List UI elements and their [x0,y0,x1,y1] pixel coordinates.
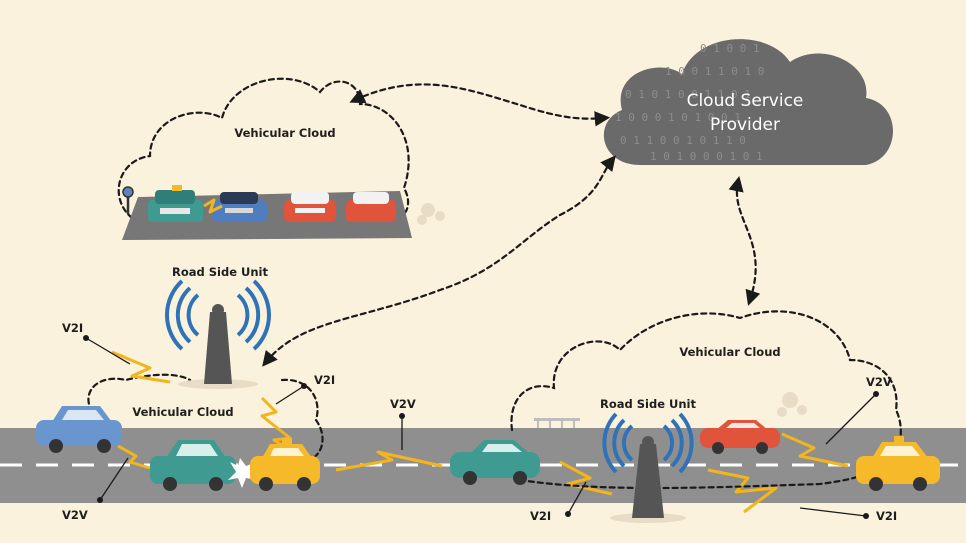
exhaust-puff-right [777,392,807,417]
left-road-vehicular-cloud: Vehicular Cloud Road Side Unit [87,265,324,464]
bolt-v2i-left [111,350,171,384]
cloud-service-provider: 0 1 0 0 1 1 0 0 1 1 0 1 0 0 1 0 1 0 0 1 … [603,39,893,166]
bolt-v2i-mid [260,396,297,456]
link-rsu-to-provider [262,155,616,367]
v2v-center-label: V2V [390,397,416,411]
svg-text:0 1 0 0 1: 0 1 0 0 1 [700,42,760,55]
left-cloud-label: Vehicular Cloud [132,405,233,419]
v2i-left-top-label: V2I [62,321,83,335]
svg-text:0 1 1 0 0 1 0 1 1 0: 0 1 1 0 0 1 0 1 1 0 [620,134,746,147]
link-right-cloud-to-provider [728,175,761,306]
right-cloud-label: Vehicular Cloud [679,345,780,359]
bolt-v2v-left [117,444,151,470]
bolt-v2v-right [781,432,849,468]
svg-text:0 1 0 1 0 0 1 1 0 1: 0 1 0 1 0 0 1 1 0 1 [625,88,751,101]
v2i-bottom-right-label: V2I [876,509,897,523]
svg-text:1 0 1 0 0 0 1 0 1: 1 0 1 0 0 0 1 0 1 [650,150,763,163]
v2i-left-mid-label: V2I [314,373,335,387]
bolt-v2i-bottom-right [707,468,778,514]
parking-meter [122,186,134,214]
bolt-v2v-center [335,450,443,472]
parked-red-car-1 [284,192,336,222]
v2v-bottom-left-label: V2V [62,508,88,522]
red-car [700,420,780,454]
rsu-right-tower [602,412,694,523]
provider-cloud-shape [603,39,893,166]
binary-pattern: 0 1 0 0 1 1 0 0 1 1 0 1 0 0 1 0 1 0 0 1 … [615,42,764,163]
provider-title-line1: Cloud Service [687,91,804,111]
right-cloud-outline [510,310,902,464]
svg-text:1 0 0 0 1 0 1 0 0 1: 1 0 0 0 1 0 1 0 0 1 [615,111,741,124]
link-parking-to-provider [349,83,611,127]
svg-text:1 0 0 1 1 0 1 0: 1 0 0 1 1 0 1 0 [665,65,764,78]
exhaust-puff [417,203,445,225]
rsu-right-label: Road Side Unit [600,397,696,411]
rsu-left-label: Road Side Unit [172,265,268,279]
parking-cloud-label: Vehicular Cloud [234,126,335,140]
teal-car-right [450,440,540,485]
v2i-bottom-center-label: V2I [530,509,551,523]
bolt-v2i-bottom-center [559,460,613,496]
v2v-right-label: V2V [866,375,892,389]
taxi-right [856,436,940,491]
right-road-vehicular-cloud: Vehicular Cloud Road Side Unit [510,310,902,523]
callouts: V2I V2I V2V V2V V2I V2I V2V [62,321,897,523]
rsu-left-tower [164,279,272,389]
fence [534,418,580,428]
parking-bolt [203,198,223,214]
provider-title-line2: Provider [710,115,780,135]
parked-blue-car [212,192,267,222]
teal-car [150,440,236,491]
parked-red-car-2 [346,192,396,222]
blue-car [36,406,122,453]
taxi-left [250,438,320,491]
parked-taxi [148,185,203,222]
parking-vehicular-cloud: Vehicular Cloud [117,77,445,240]
